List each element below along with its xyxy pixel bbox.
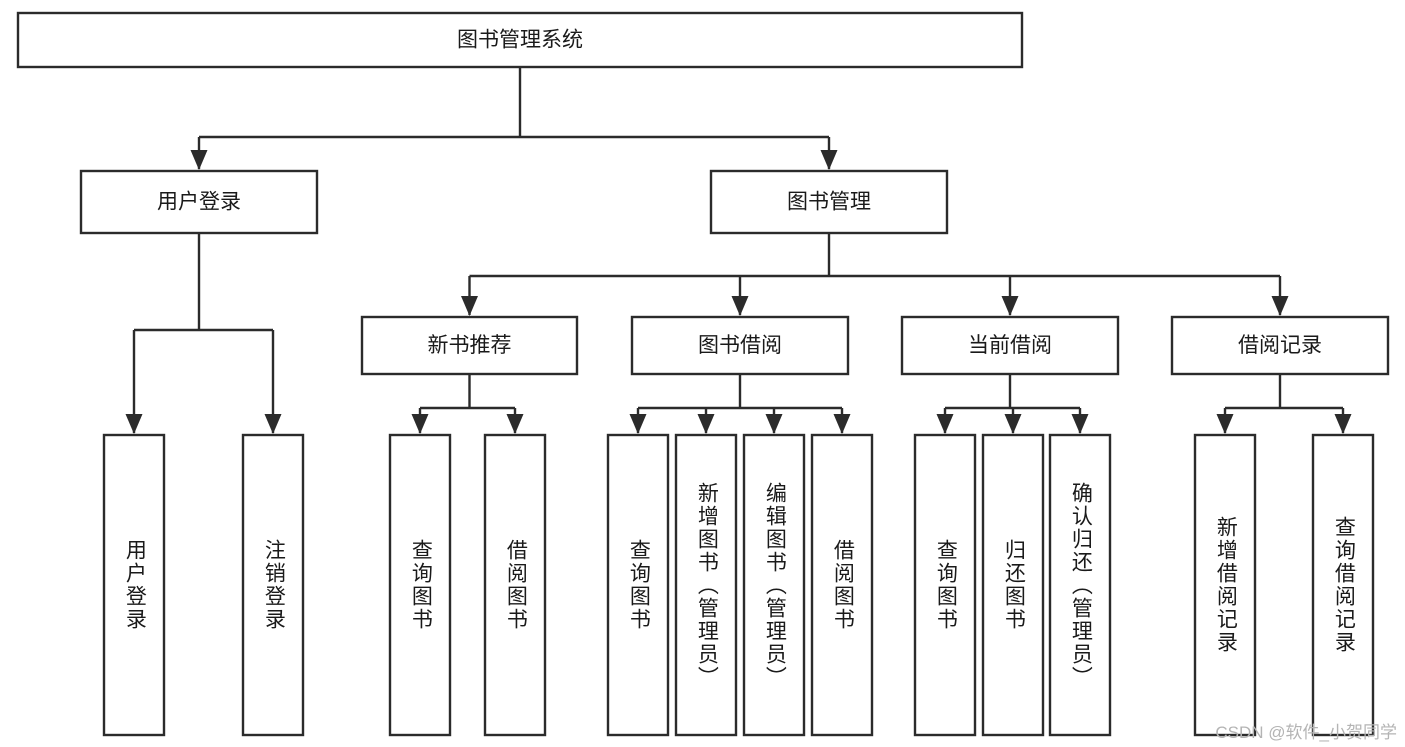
node-leaf-2[interactable] <box>388 433 452 737</box>
arrow-head-icon-leaf-1 <box>264 414 282 434</box>
node-level3-3[interactable] <box>1170 315 1390 376</box>
node-leaf-6[interactable] <box>742 433 806 737</box>
arrow-head-icon-leaf-3 <box>506 414 524 434</box>
arrow-head-icon-level3-2 <box>1001 296 1019 316</box>
arrow-head-icon-leaf-5 <box>697 414 715 434</box>
arrow-head-icon-leaf-0 <box>125 414 143 434</box>
node-level3-2[interactable] <box>900 315 1120 376</box>
node-leaf-7[interactable] <box>810 433 874 737</box>
node-leaf-11[interactable] <box>1193 433 1257 737</box>
node-leaf-5[interactable] <box>674 433 738 737</box>
node-root-label: 图书管理系统 <box>457 29 583 52</box>
arrow-head-icon-leaf-6 <box>765 414 783 434</box>
node-level3-0-label: 新书推荐 <box>428 334 512 357</box>
arrow-head-icon-leaf-9 <box>1004 414 1022 434</box>
arrow-head-icon-level3-3 <box>1271 296 1289 316</box>
arrow-head-icon-leaf-4 <box>629 414 647 434</box>
node-leaf-10[interactable] <box>1048 433 1112 737</box>
arrow-head-icon-leaf-8 <box>936 414 954 434</box>
node-leaf-3[interactable] <box>483 433 547 737</box>
node-level2-0-label: 用户登录 <box>157 191 241 214</box>
node-leaf-8[interactable] <box>913 433 977 737</box>
node-leaf-1[interactable] <box>241 433 305 737</box>
node-leaf-4[interactable] <box>606 433 670 737</box>
node-level3-2-label: 当前借阅 <box>968 334 1052 357</box>
arrow-head-icon-leaf-11 <box>1216 414 1234 434</box>
node-level2-0[interactable] <box>79 169 319 235</box>
node-level3-3-label: 借阅记录 <box>1238 334 1322 357</box>
arrow-head-icon-leaf-10 <box>1071 414 1089 434</box>
node-level3-0[interactable] <box>360 315 579 376</box>
node-level2-1-label: 图书管理 <box>787 191 871 214</box>
watermark-text: CSDN @软件_小贺同学 <box>1215 723 1397 742</box>
arrow-head-icon-level2-1 <box>820 150 838 170</box>
node-level3-1-label: 图书借阅 <box>698 334 782 357</box>
arrow-head-icon-level3-1 <box>731 296 749 316</box>
arrow-head-icon-level2-0 <box>190 150 208 170</box>
connectors-layer <box>125 67 1352 434</box>
arrow-head-icon-leaf-2 <box>411 414 429 434</box>
node-leaf-12[interactable] <box>1311 433 1375 737</box>
arrow-head-icon-leaf-7 <box>833 414 851 434</box>
arrow-head-icon-level3-0 <box>461 296 478 316</box>
node-level2-1[interactable] <box>709 169 949 235</box>
node-leaf-0[interactable] <box>102 433 166 737</box>
boxes-layer <box>16 11 1390 737</box>
arrow-head-icon-leaf-12 <box>1334 414 1352 434</box>
node-level3-1[interactable] <box>630 315 850 376</box>
node-root[interactable] <box>16 11 1024 69</box>
node-leaf-9[interactable] <box>981 433 1045 737</box>
